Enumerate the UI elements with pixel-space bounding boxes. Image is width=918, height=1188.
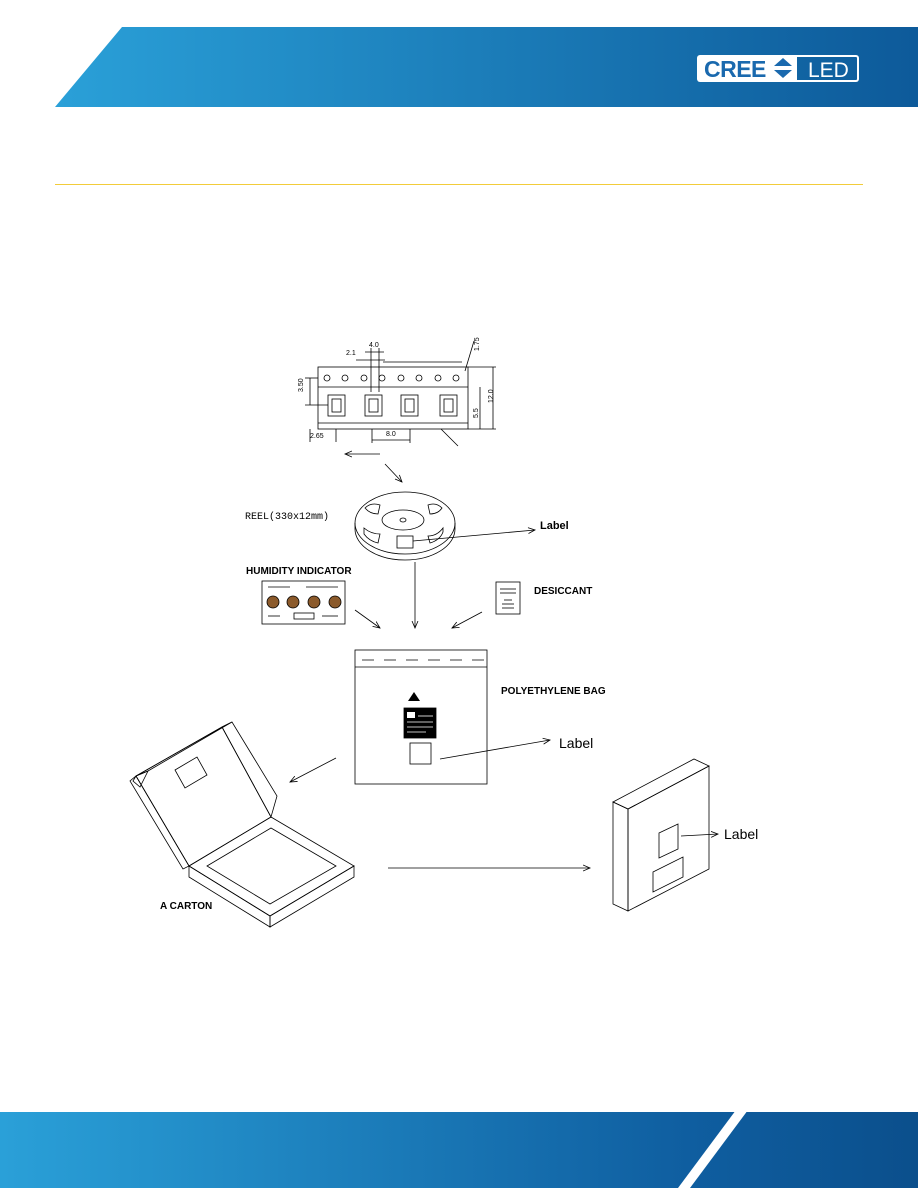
reel-caption: REEL(330x12mm) xyxy=(245,512,330,523)
sprocket-holes xyxy=(323,374,460,382)
desiccant-drawing xyxy=(452,581,521,628)
humidity-indicator-caption: HUMIDITY INDICATOR xyxy=(246,566,352,577)
dim-3-50: 3.50 xyxy=(298,378,305,392)
reel-label-callout: Label xyxy=(540,520,569,532)
header-banner xyxy=(55,27,918,107)
closed-box-drawing xyxy=(612,758,718,912)
dim-12-0: 12.0 xyxy=(488,389,495,403)
cree-led-logo: CREE LED xyxy=(697,55,859,82)
bag-caption: POLYETHYLENE BAG xyxy=(501,686,606,697)
header-rule xyxy=(55,184,863,185)
bag-drawing xyxy=(354,649,550,785)
dim-1-75: 1.75 xyxy=(474,337,481,351)
tape-pockets xyxy=(327,394,458,417)
box-label-callout: Label xyxy=(724,826,759,842)
reel-drawing xyxy=(354,491,535,561)
footer-banner xyxy=(0,1110,918,1188)
humidity-card-drawing xyxy=(261,580,380,628)
dim-4-0: 4.0 xyxy=(369,342,379,349)
dim-5-5: 5.5 xyxy=(473,408,480,418)
dim-2-65: 2.65 xyxy=(310,433,324,440)
desiccant-caption: DESICCANT xyxy=(534,586,593,597)
packaging-diagram xyxy=(129,340,918,928)
carton-drawing xyxy=(129,721,355,928)
dim-2-1: 2.1 xyxy=(346,350,356,357)
bag-label-callout: Label xyxy=(559,735,594,751)
logo-brand-box: CREE xyxy=(697,55,797,82)
logo-suffix-box: LED xyxy=(797,55,859,82)
carrier-tape-drawing xyxy=(305,340,496,454)
logo-diamond-icon xyxy=(774,58,792,78)
logo-suffix-text: LED xyxy=(808,59,849,82)
logo-brand-text: CREE xyxy=(704,56,766,82)
dim-8-0: 8.0 xyxy=(386,431,396,438)
carton-caption: A CARTON xyxy=(160,901,213,912)
